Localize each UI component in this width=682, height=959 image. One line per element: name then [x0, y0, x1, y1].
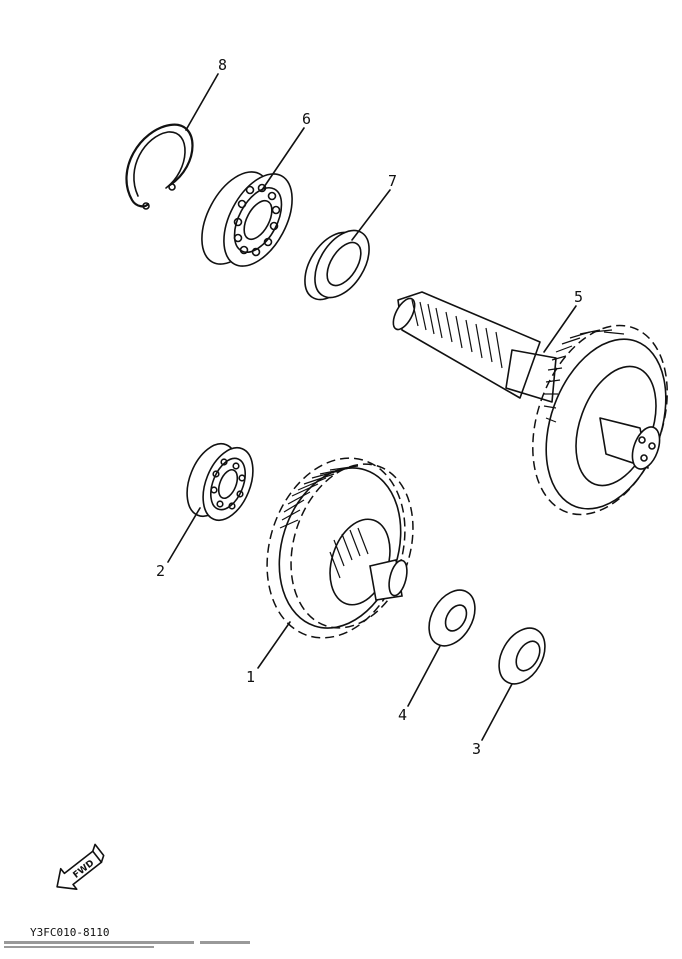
leader-6 [261, 127, 305, 191]
callout-8: 8 [218, 56, 227, 74]
leader-2 [167, 507, 201, 563]
part-7-oil-seal [304, 229, 370, 301]
part-5-shaft-gear [392, 291, 668, 516]
scan-noise-strip [4, 941, 250, 948]
leader-8 [185, 73, 219, 131]
leader-1 [257, 621, 291, 669]
callout-2: 2 [156, 562, 165, 580]
callout-1: 1 [246, 668, 255, 686]
leader-4 [407, 645, 441, 707]
part-6-bearing [201, 171, 293, 267]
fwd-arrow-icon: FWD [56, 843, 105, 890]
callout-3: 3 [472, 740, 481, 758]
leader-5 [543, 305, 577, 353]
leader-7 [351, 189, 391, 241]
part-3-washer [498, 627, 546, 685]
part-2-bearing [186, 443, 254, 521]
callout-7: 7 [388, 172, 397, 190]
part-8-circlip [125, 123, 194, 210]
callout-numbers: 8 6 7 5 2 1 4 3 [156, 56, 583, 758]
callout-4: 4 [398, 706, 407, 724]
part-4-washer [428, 589, 476, 647]
callout-6: 6 [302, 110, 311, 128]
part-1-helical-gear [266, 457, 414, 639]
leader-3 [481, 683, 513, 741]
callout-5: 5 [574, 288, 583, 306]
callout-leaders [167, 73, 577, 741]
diagram-code: Y3FC010-8110 [30, 926, 109, 939]
